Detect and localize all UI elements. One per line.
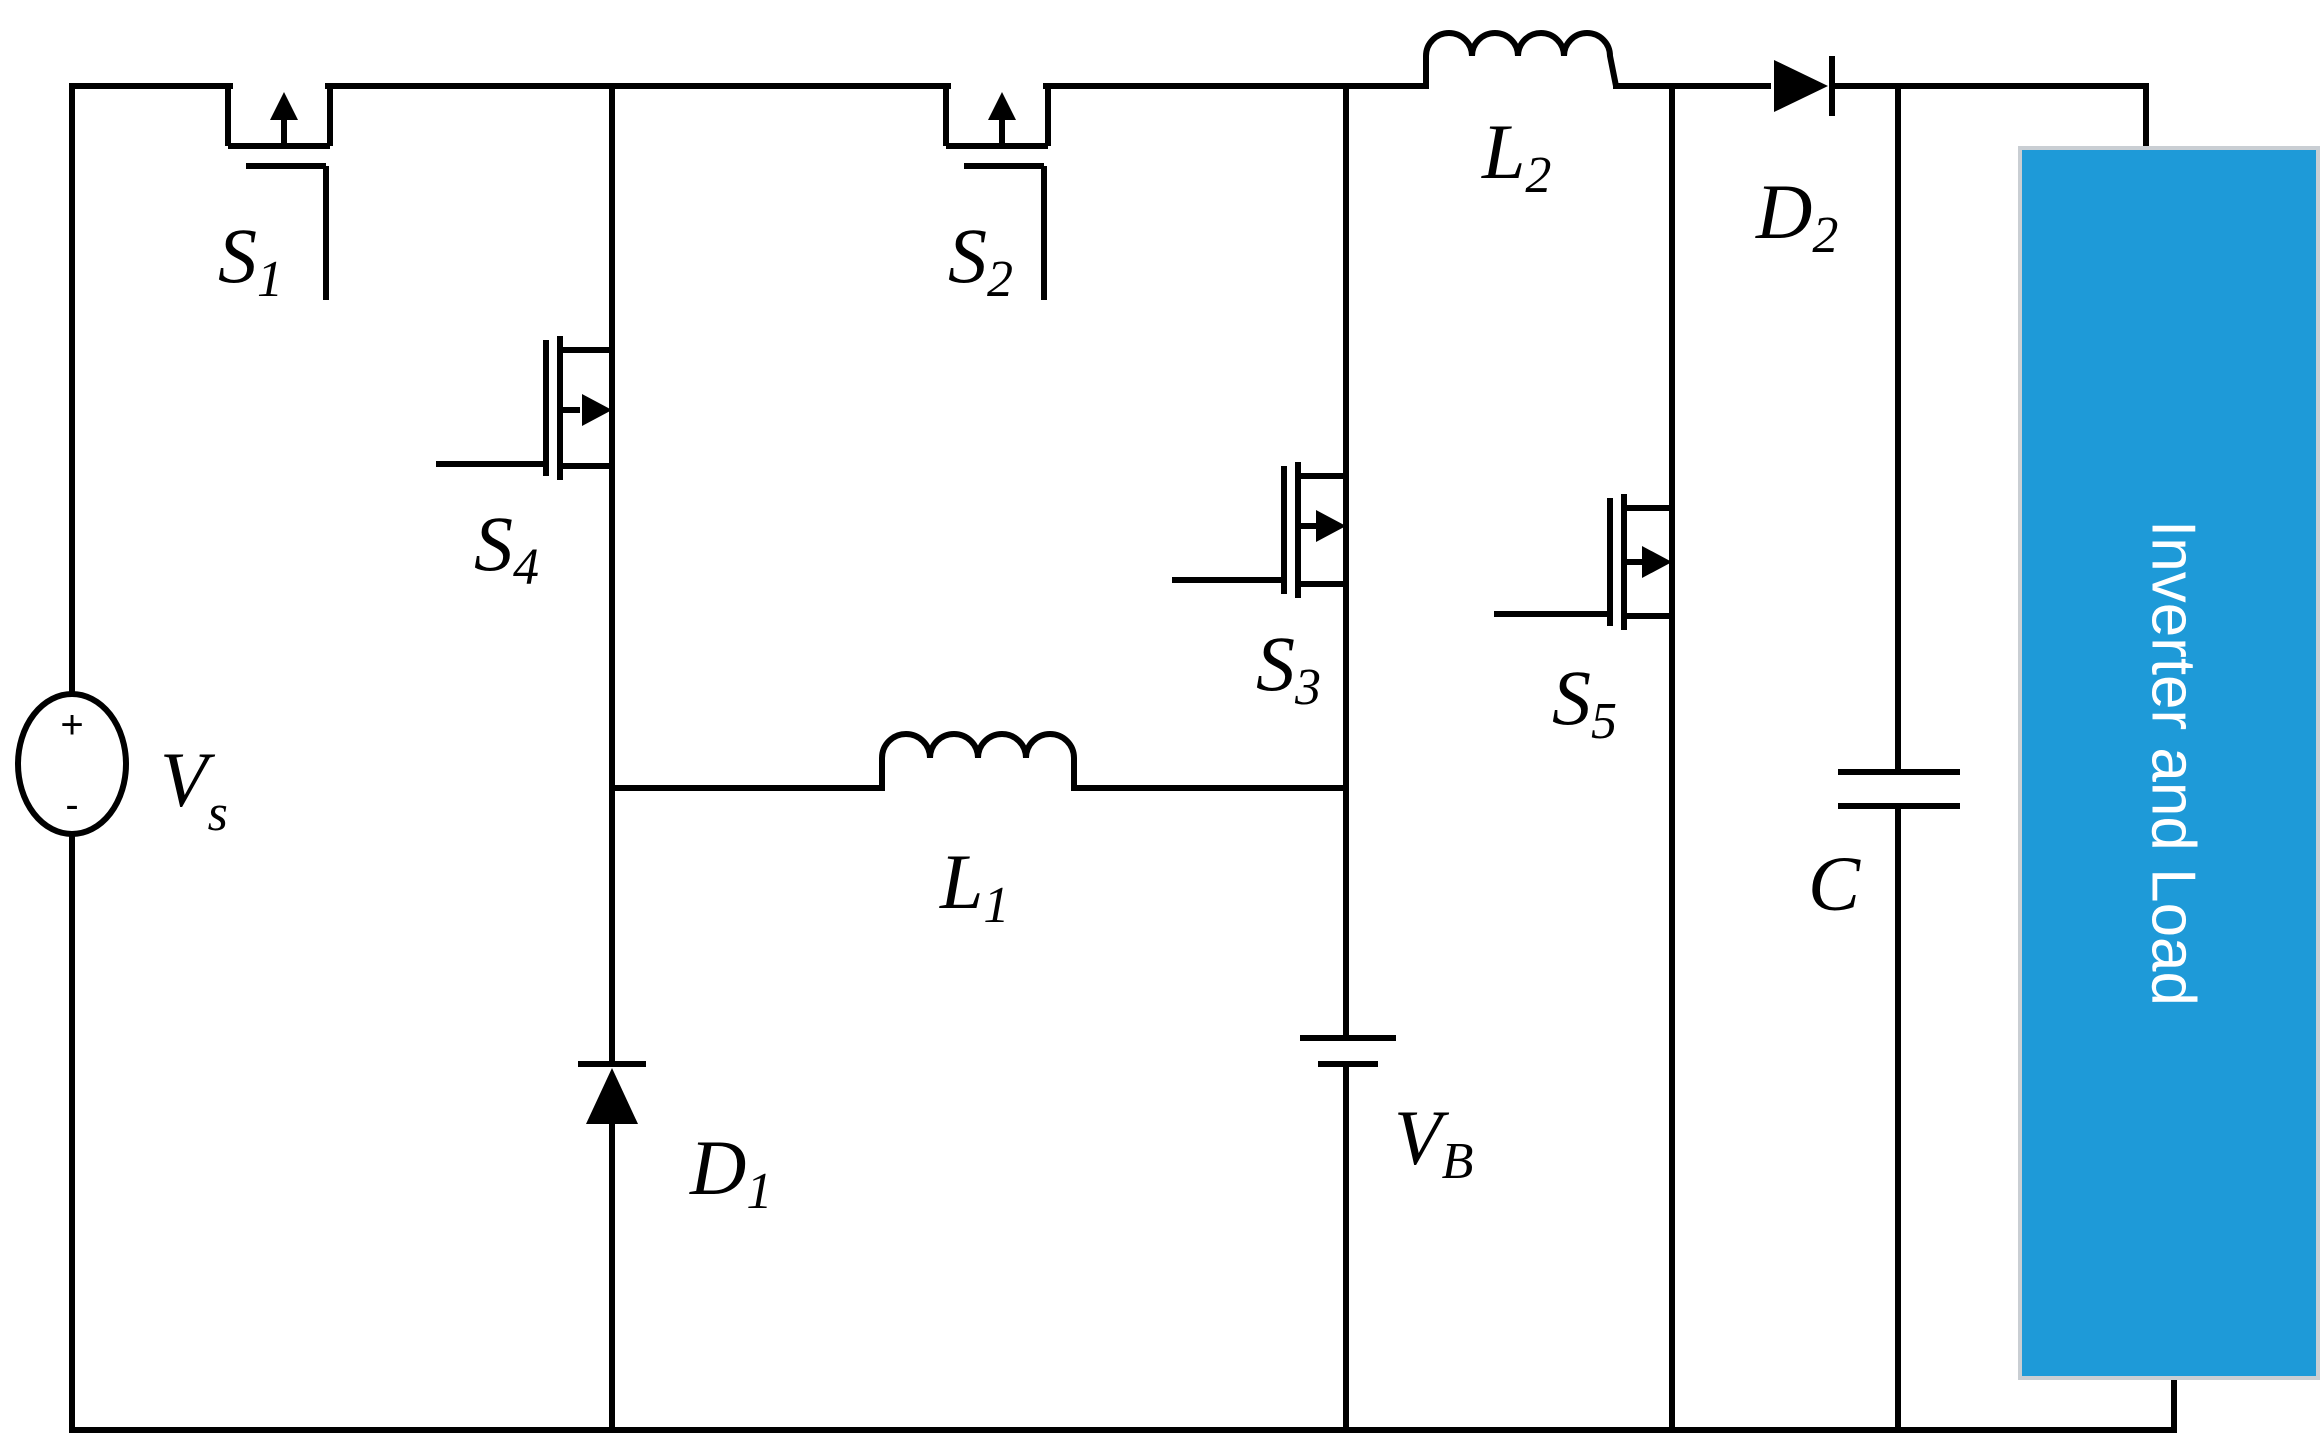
- inverter-load-block: Inverter and Load: [2018, 146, 2320, 1380]
- label-d2-sub: 2: [1812, 207, 1838, 264]
- label-vb: VB: [1394, 1094, 1473, 1190]
- label-vb-main: V: [1394, 1094, 1450, 1181]
- top-rail: [69, 83, 2149, 153]
- voltage-source-circle: [15, 691, 129, 837]
- battery-vb: [1300, 1035, 1396, 1067]
- label-d1-sub: 1: [746, 1163, 772, 1220]
- label-l1: L1: [939, 838, 1009, 934]
- label-c: C: [1808, 840, 1861, 927]
- label-s1-sub: 1: [257, 251, 283, 308]
- bottom-rail: [69, 1375, 2177, 1433]
- diode-d2: [1774, 56, 1835, 116]
- switch-s3: [1172, 462, 1349, 598]
- label-vs-sub: s: [208, 785, 228, 842]
- label-s4-sub: 4: [513, 539, 539, 596]
- label-d1: D1: [689, 1124, 772, 1220]
- label-s3-main: S: [1256, 620, 1295, 707]
- label-s2-main: S: [948, 212, 987, 299]
- label-s4: S4: [474, 500, 539, 596]
- load-label: Inverter and Load: [2139, 520, 2208, 1006]
- labels: S1 S2 S4 S3 S5 L1 L2 D1 D2 Vs VB C: [160, 108, 1861, 1220]
- load-rect: [2018, 146, 2320, 1380]
- label-l1-main: L: [939, 838, 983, 925]
- label-s2: S2: [948, 212, 1013, 308]
- label-l2: L2: [1481, 108, 1551, 204]
- label-d2-main: D: [1755, 168, 1812, 255]
- capacitor-c: [1838, 83, 1960, 1433]
- label-vs: Vs: [160, 736, 228, 842]
- label-s3-sub: 3: [1294, 659, 1321, 716]
- label-l2-sub: 2: [1525, 147, 1551, 204]
- inductor-l1: [879, 731, 1349, 791]
- s4-arrow: [582, 394, 612, 426]
- label-l1-sub: 1: [983, 877, 1009, 934]
- source-vs: + -: [15, 83, 129, 1433]
- s3-arrow: [1316, 510, 1346, 542]
- label-s5-main: S: [1552, 654, 1591, 741]
- label-vb-sub: B: [1442, 1133, 1474, 1190]
- node-a-branch: [609, 83, 885, 1433]
- diode-d1: [578, 1061, 646, 1124]
- label-s5-sub: 5: [1591, 693, 1617, 750]
- switch-s1: [225, 86, 333, 300]
- switch-s4: [436, 336, 615, 480]
- switch-s5: [1494, 494, 1675, 630]
- label-d1-main: D: [689, 1124, 746, 1211]
- s1-arrow: [270, 92, 298, 120]
- label-s3: S3: [1256, 620, 1321, 716]
- label-s4-main: S: [474, 500, 513, 587]
- source-minus: -: [65, 783, 78, 827]
- label-vs-main: V: [160, 736, 216, 823]
- label-l2-main: L: [1481, 108, 1525, 195]
- source-plus: +: [60, 703, 83, 747]
- label-s5: S5: [1552, 654, 1617, 750]
- d2-triangle: [1774, 60, 1828, 112]
- s2-arrow: [988, 92, 1016, 120]
- inductor-l2: [1423, 30, 1619, 87]
- d1-triangle: [586, 1068, 638, 1124]
- switch-s2: [943, 86, 1051, 300]
- label-s1-main: S: [218, 212, 257, 299]
- s5-arrow: [1642, 546, 1672, 578]
- label-s2-sub: 2: [987, 251, 1013, 308]
- label-d2: D2: [1755, 168, 1838, 264]
- label-s1: S1: [218, 212, 283, 308]
